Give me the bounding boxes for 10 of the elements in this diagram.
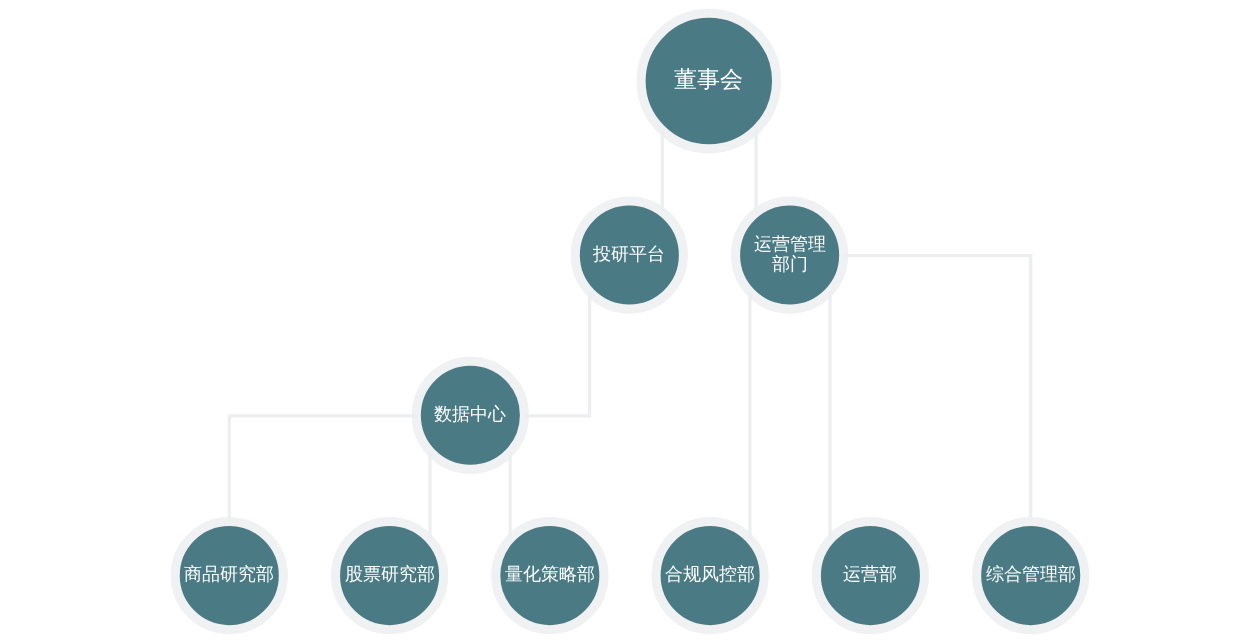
- node-circle: 数据中心: [411, 356, 529, 474]
- node-circle: 股票研究部: [330, 516, 448, 635]
- node-circle: 董事会: [636, 8, 781, 154]
- node-circle: 商品研究部: [170, 516, 288, 635]
- node-circle: 合规风控部: [651, 516, 769, 635]
- node-circle: 运营部: [811, 516, 929, 635]
- node-circle: 运营管理部门: [730, 196, 848, 314]
- node-circle: 投研平台: [570, 196, 688, 314]
- node-circle: 综合管理部: [971, 516, 1089, 635]
- node-circle: 量化策略部: [490, 516, 608, 635]
